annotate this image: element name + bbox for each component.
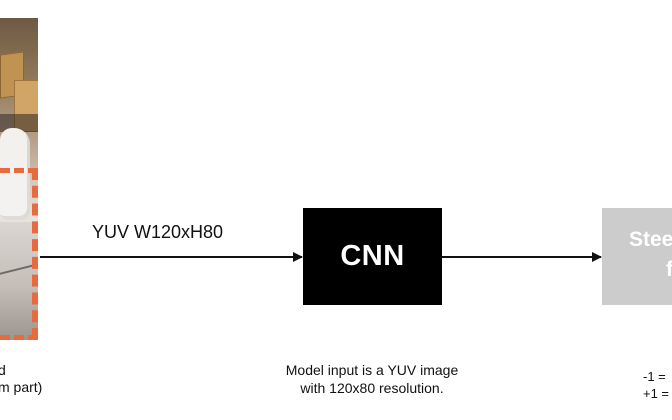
image-caption-line-1: d bbox=[0, 362, 6, 378]
steering-output-label-line-1: Stee bbox=[629, 228, 672, 251]
model-input-caption-line-1: Model input is a YUV image bbox=[285, 362, 459, 378]
image-caption-line-2: m part) bbox=[0, 379, 43, 395]
steering-output-block: Stee f bbox=[602, 208, 672, 305]
camera-image bbox=[0, 18, 38, 340]
output-range-note-line-2: +1 = bbox=[643, 386, 670, 401]
photo-bag-shape bbox=[0, 128, 30, 220]
photo-shadow-shape bbox=[0, 114, 38, 132]
model-input-caption-line-2: with 120x80 resolution. bbox=[300, 380, 444, 396]
steering-output-label-line-2: f bbox=[666, 258, 672, 281]
model-input-caption: Model input is a YUV image with 120x80 r… bbox=[246, 361, 498, 397]
output-range-note-line-1: -1 = bbox=[643, 369, 666, 384]
cnn-block: CNN bbox=[303, 208, 442, 305]
input-format-label: YUV W120xH80 bbox=[92, 222, 224, 242]
crop-region-outline bbox=[0, 168, 38, 340]
output-range-note: -1 = +1 = bbox=[643, 368, 672, 402]
image-caption: d m part) bbox=[0, 362, 108, 396]
cnn-label: CNN bbox=[340, 240, 405, 272]
photo-floor-shape bbox=[0, 222, 38, 340]
